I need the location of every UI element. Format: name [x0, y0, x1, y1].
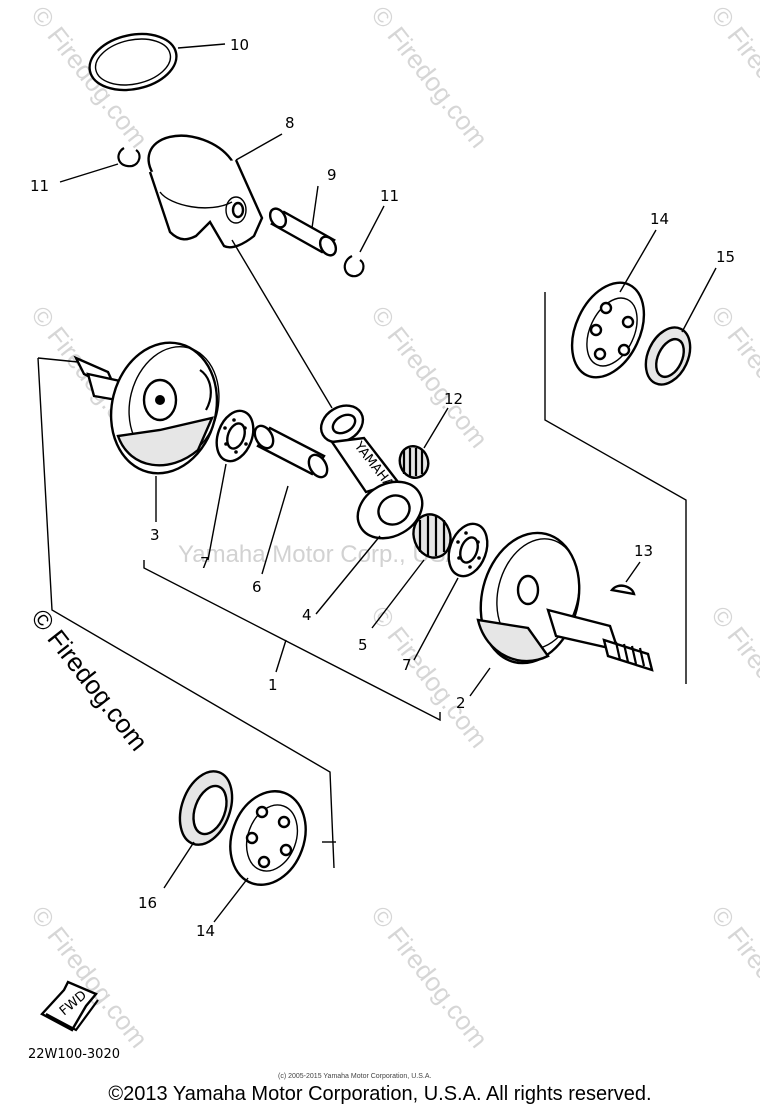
bracket-assembly-1 [143, 560, 441, 722]
watermark: © Firedog.com [365, 300, 494, 453]
callout-6: 6 [252, 578, 262, 596]
crankshaft-right-2 [469, 531, 654, 697]
watermark: © Firedog.com [705, 0, 760, 153]
watermark: © Firedog.com [365, 900, 494, 1053]
callout-14: 14 [650, 210, 669, 228]
bracket-left [37, 357, 335, 869]
callout-11: 11 [30, 177, 49, 195]
callout-4: 4 [302, 606, 312, 624]
callouts: 10 8 11 9 11 14 15 12 3 7 6 13 4 5 7 1 2… [30, 36, 735, 940]
callout-13: 13 [634, 542, 653, 560]
callout-9: 9 [327, 166, 337, 184]
callout-10: 10 [230, 36, 249, 54]
center-watermark: Yamaha Motor Corp., USA [178, 541, 462, 568]
circlip-11-right [343, 205, 385, 278]
washer-7-left [207, 409, 255, 561]
connecting-rod-4: YAMAHA [315, 404, 424, 615]
assembly-line-piston [231, 239, 333, 409]
callout-1: 1 [268, 676, 278, 694]
watermark: © Firedog.com [365, 600, 494, 753]
watermark: © Firedog.com [365, 0, 494, 153]
needle-bearing-12 [398, 407, 449, 479]
circlip-11 [59, 147, 141, 183]
bearing-14-lower [213, 790, 336, 923]
crankshaft-left-3 [73, 341, 220, 522]
callout-15: 15 [716, 248, 735, 266]
callout-12: 12 [444, 390, 463, 408]
washer-7-right [413, 522, 489, 661]
piston-pin-9 [268, 185, 338, 257]
callout-16: 16 [138, 894, 157, 912]
callout-3: 3 [150, 526, 160, 544]
bracket-right [544, 292, 687, 684]
oil-seal-16 [163, 770, 234, 889]
oil-seal-15 [644, 267, 717, 386]
bearing-14-upper [570, 229, 657, 379]
piston-8 [147, 133, 283, 249]
needle-bearing-5 [371, 513, 452, 629]
watermark: © Firedog.com [25, 900, 154, 1053]
small-copyright: (c) 2005-2015 Yamaha Motor Corporation, … [278, 1073, 431, 1080]
watermark: © Firedog.com [705, 300, 760, 453]
callout-5: 5 [358, 636, 368, 654]
watermark-main: © Firedog.com [25, 603, 154, 756]
callout-14: 14 [196, 922, 215, 940]
callout-11: 11 [380, 187, 399, 205]
callout-2: 2 [456, 694, 466, 712]
watermark: © Firedog.com [705, 900, 760, 1053]
woodruff-key-13 [609, 561, 641, 596]
piston-ring-10 [88, 32, 226, 92]
callout-8: 8 [285, 114, 295, 132]
callout-7: 7 [200, 554, 210, 572]
footer-copyright: ©2013 Yamaha Motor Corporation, U.S.A. A… [108, 1083, 652, 1105]
diagram-code: 22W100-3020 [28, 1047, 120, 1062]
crank-pin-6 [253, 424, 329, 575]
fwd-arrow-icon: FWD [40, 980, 99, 1032]
watermark: © Firedog.com [705, 600, 760, 753]
callout-7: 7 [402, 656, 412, 674]
